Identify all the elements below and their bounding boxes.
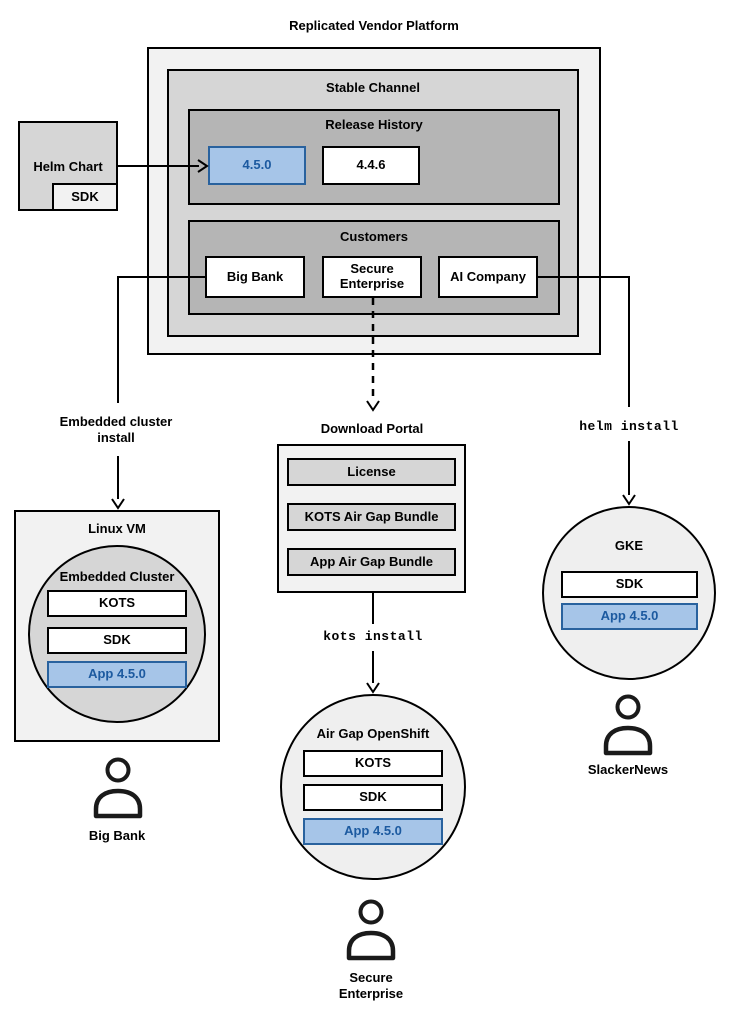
gke-sdk-box: SDK bbox=[561, 571, 698, 598]
customer-secure-enterprise: Secure Enterprise bbox=[322, 256, 422, 298]
helm-chart-sdk-box: SDK bbox=[52, 183, 118, 211]
openshift-sdk-box: SDK bbox=[303, 784, 443, 811]
air-gap-openshift-label: Air Gap OpenShift bbox=[316, 726, 430, 741]
secure-enterprise-user-label: Secure Enterprise bbox=[338, 970, 404, 1001]
embedded-cluster-sdk-box: SDK bbox=[47, 627, 187, 654]
kots-install-label: kots install bbox=[323, 629, 423, 644]
portal-item-kots-airgap-bundle: KOTS Air Gap Bundle bbox=[287, 503, 456, 531]
diagram-title: Replicated Vendor Platform bbox=[289, 18, 459, 33]
gke-label: GKE bbox=[614, 538, 644, 553]
portal-item-license: License bbox=[287, 458, 456, 486]
gke-app-box: App 4.5.0 bbox=[561, 603, 698, 630]
release-history-label: Release History bbox=[325, 117, 423, 132]
release-4-5-0: 4.5.0 bbox=[208, 146, 306, 185]
download-portal-label: Download Portal bbox=[320, 421, 424, 436]
embedded-cluster-install-line2: install bbox=[97, 429, 135, 445]
openshift-kots-box: KOTS bbox=[303, 750, 443, 777]
slackernews-user-icon bbox=[602, 694, 654, 756]
helm-install-label: helm install bbox=[579, 419, 679, 434]
helm-chart-label: Helm Chart bbox=[33, 159, 103, 174]
secure-enterprise-user-icon bbox=[345, 899, 397, 961]
stable-channel-label: Stable Channel bbox=[326, 80, 420, 95]
customer-big-bank: Big Bank bbox=[205, 256, 305, 298]
big-bank-user-label: Big Bank bbox=[88, 828, 146, 843]
slackernews-user-label: SlackerNews bbox=[587, 762, 669, 777]
portal-item-app-airgap-bundle: App Air Gap Bundle bbox=[287, 548, 456, 576]
linux-vm-label: Linux VM bbox=[88, 521, 146, 536]
release-4-4-6: 4.4.6 bbox=[322, 146, 420, 185]
customer-ai-company: AI Company bbox=[438, 256, 538, 298]
embedded-cluster-app-box: App 4.5.0 bbox=[47, 661, 187, 688]
embedded-cluster-kots-box: KOTS bbox=[47, 590, 187, 617]
embedded-cluster-label: Embedded Cluster bbox=[59, 569, 175, 584]
openshift-app-box: App 4.5.0 bbox=[303, 818, 443, 845]
embedded-cluster-install-line1: Embedded cluster bbox=[59, 414, 173, 429]
big-bank-user-icon bbox=[92, 757, 144, 819]
customers-label: Customers bbox=[340, 229, 408, 244]
embedded-cluster-install-label: Embedded cluster install bbox=[46, 414, 186, 445]
